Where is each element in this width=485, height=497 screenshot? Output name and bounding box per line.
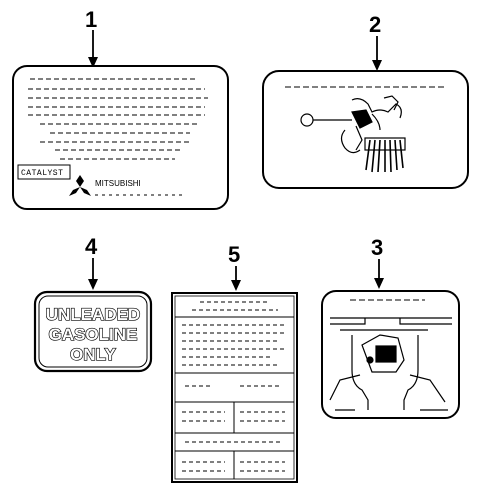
callout-number-3: 3 bbox=[371, 235, 383, 260]
engine-bay-schematic bbox=[329, 317, 452, 411]
catalyst-box bbox=[17, 164, 71, 180]
callout-5: 5 bbox=[228, 242, 241, 291]
arrow-down-icon bbox=[231, 280, 241, 291]
vacuum-hose-label bbox=[262, 70, 469, 189]
emission-label-text-lines bbox=[28, 78, 208, 160]
specification-label bbox=[171, 292, 298, 483]
emission-control-label: CATALYST MITSUBISHI bbox=[12, 65, 229, 210]
callout-number-2: 2 bbox=[369, 12, 381, 37]
fuel-label-line1: UNLEADED bbox=[46, 305, 140, 324]
arrow-down-icon bbox=[88, 279, 98, 290]
callout-4: 4 bbox=[85, 234, 98, 290]
callout-number-4: 4 bbox=[85, 234, 98, 259]
spec-label-grid bbox=[175, 316, 294, 479]
vacuum-component-brush bbox=[365, 139, 404, 173]
callout-3: 3 bbox=[371, 235, 384, 289]
fuel-label-line2: GASOLINE bbox=[49, 325, 138, 344]
fuel-label-line3: ONLY bbox=[70, 345, 116, 364]
brand-text: MITSUBISHI bbox=[95, 179, 141, 188]
spec-label-text-lines bbox=[182, 301, 285, 472]
catalyst-text: CATALYST bbox=[21, 169, 63, 178]
callout-1: 1 bbox=[85, 7, 98, 68]
callout-2: 2 bbox=[369, 12, 382, 71]
arrow-down-icon bbox=[88, 57, 98, 68]
fuel-label: UNLEADED GASOLINE ONLY bbox=[33, 290, 153, 373]
arrow-down-icon bbox=[374, 278, 384, 289]
mitsubishi-logo-icon bbox=[69, 175, 91, 196]
arrow-down-icon bbox=[372, 60, 382, 71]
component-location-label bbox=[321, 290, 460, 419]
callout-number-5: 5 bbox=[228, 242, 240, 267]
callout-number-1: 1 bbox=[85, 7, 97, 32]
